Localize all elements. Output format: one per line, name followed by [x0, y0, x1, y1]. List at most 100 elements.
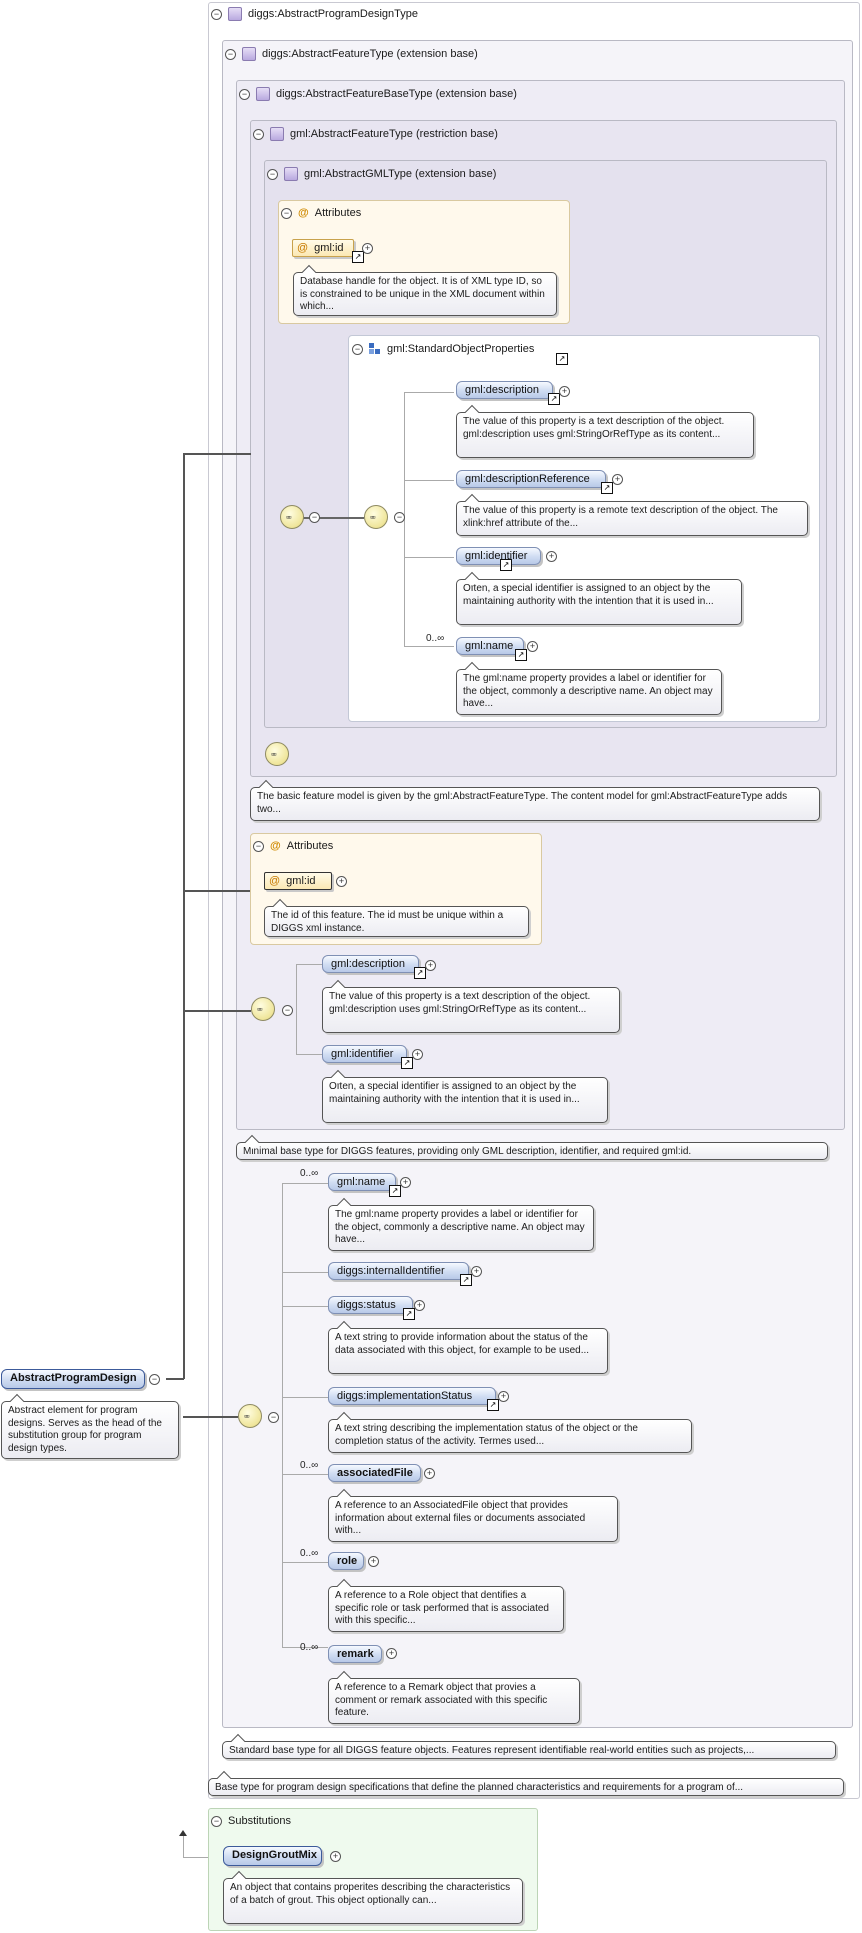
connector-line — [296, 1054, 322, 1055]
expand-icon[interactable]: + — [546, 551, 557, 562]
sequence-icon[interactable]: ▫▫▫ — [265, 742, 289, 766]
attribute-description: Database handle for the object. It is of… — [293, 272, 557, 316]
attributes-title: Attributes — [314, 207, 362, 219]
expand-icon[interactable]: + — [362, 243, 373, 254]
expand-icon[interactable]: + — [336, 876, 347, 887]
attribute-description: The id of this feature. The id must be u… — [264, 906, 529, 937]
connector-line — [282, 1306, 328, 1307]
element-diggs-status[interactable]: diggs:status — [328, 1296, 413, 1314]
expand-icon[interactable]: + — [414, 1300, 425, 1311]
element-diggs-implementation-status[interactable]: diggs:implementationStatus — [328, 1387, 496, 1405]
sequence-icon[interactable]: ▫▫▫ — [364, 505, 388, 529]
expand-icon[interactable]: + — [471, 1266, 482, 1277]
attribute-icon: @ — [298, 207, 309, 219]
link-arrow-icon[interactable]: ↗ — [500, 559, 512, 571]
element-description: Often, a special identifier is assigned … — [456, 579, 742, 625]
expand-icon[interactable]: + — [386, 1648, 397, 1659]
expand-icon[interactable]: + — [527, 641, 538, 652]
expand-icon[interactable]: + — [498, 1391, 509, 1402]
link-arrow-icon[interactable]: ↗ — [601, 482, 613, 494]
group-title: gml:StandardObjectProperties — [387, 343, 535, 355]
collapse-icon[interactable]: − — [253, 128, 264, 140]
expand-icon[interactable]: + — [424, 1468, 435, 1479]
element-diggs-internal-identifier[interactable]: diggs:internalIdentifier — [328, 1262, 469, 1280]
expand-icon[interactable]: + — [612, 474, 623, 485]
occurrence-label: 0..∞ — [300, 1168, 319, 1179]
link-arrow-icon[interactable]: ↗ — [487, 1399, 499, 1411]
complex-type-icon — [256, 87, 270, 101]
substitution-design-grout-mix[interactable]: DesignGroutMix — [223, 1846, 322, 1866]
element-gml-description[interactable]: gml:description — [456, 381, 553, 399]
expand-icon[interactable]: + — [330, 1851, 341, 1862]
element-gml-name[interactable]: gml:name — [456, 637, 524, 655]
connector-line — [183, 890, 250, 892]
substitution-description: An object that contains properites descr… — [223, 1878, 523, 1924]
link-arrow-icon[interactable]: ↗ — [352, 251, 364, 263]
link-arrow-icon[interactable]: ↗ — [460, 1274, 472, 1286]
collapse-icon[interactable]: − — [211, 1815, 222, 1827]
root-element-description: Abstract element for program designs. Se… — [1, 1401, 179, 1459]
feature-base-type-header[interactable]: − diggs:AbstractFeatureBaseType (extensi… — [239, 87, 517, 101]
collapse-icon[interactable]: − — [239, 88, 250, 100]
collapse-icon[interactable]: − — [225, 48, 236, 60]
collapse-icon[interactable]: − — [282, 1005, 293, 1016]
complex-type-icon — [284, 167, 298, 181]
collapse-icon[interactable]: − — [394, 512, 405, 523]
standard-object-properties-header[interactable]: − gml:StandardObjectProperties — [352, 343, 534, 355]
gml-type-header[interactable]: − gml:AbstractGMLType (extension base) — [267, 167, 496, 181]
connector-line — [282, 1562, 328, 1563]
link-arrow-icon[interactable]: ↗ — [556, 353, 568, 365]
connector-line — [404, 480, 454, 481]
element-role[interactable]: role — [328, 1552, 364, 1570]
element-remark[interactable]: remark — [328, 1645, 382, 1663]
expand-icon[interactable]: + — [400, 1177, 411, 1188]
attribute-label: gml:id — [286, 875, 316, 887]
attributes-header[interactable]: − @ Attributes — [281, 207, 361, 219]
sequence-icon[interactable]: ▫▫▫ — [280, 505, 304, 529]
collapse-icon[interactable]: − — [309, 512, 320, 523]
expand-icon[interactable]: + — [425, 960, 436, 971]
element-description: A text string to provide information abo… — [328, 1328, 608, 1374]
expand-icon[interactable]: + — [368, 1556, 379, 1567]
element-description: The gml:name property provides a label o… — [456, 669, 722, 715]
group-icon — [369, 343, 381, 355]
element-gml-name[interactable]: gml:name — [328, 1173, 396, 1191]
substitutions-title: Substitutions — [228, 1815, 291, 1827]
element-gml-description[interactable]: gml:description — [322, 955, 419, 973]
expand-icon[interactable]: + — [559, 386, 570, 397]
gml-feature-type-header[interactable]: − gml:AbstractFeatureType (restriction b… — [253, 127, 498, 141]
element-gml-description-reference[interactable]: gml:descriptionReference — [456, 470, 606, 488]
link-arrow-icon[interactable]: ↗ — [414, 967, 426, 979]
collapse-icon[interactable]: − — [268, 1412, 279, 1423]
element-gml-identifier[interactable]: gml:identifier — [456, 547, 541, 565]
substitutions-header[interactable]: − Substitutions — [211, 1815, 291, 1827]
collapse-icon[interactable]: − — [352, 343, 363, 355]
root-element-abstract-program-design[interactable]: AbstractProgramDesign — [1, 1369, 145, 1389]
connector-line — [282, 1272, 328, 1273]
link-arrow-icon[interactable]: ↗ — [403, 1308, 415, 1320]
collapse-icon[interactable]: − — [253, 840, 264, 852]
collapse-icon[interactable]: − — [281, 207, 292, 219]
expand-icon[interactable]: + — [412, 1049, 423, 1060]
gml-id-attribute[interactable]: @gml:id — [292, 239, 354, 257]
attributes-header[interactable]: − @ Attributes — [253, 840, 333, 852]
sequence-icon[interactable]: ▫▫▫ — [238, 1404, 262, 1428]
gml-id-attribute[interactable]: @gml:id — [264, 872, 332, 890]
feature-type-header[interactable]: − diggs:AbstractFeatureType (extension b… — [225, 47, 478, 61]
sequence-icon[interactable]: ▫▫▫ — [251, 997, 275, 1021]
complex-type-icon — [228, 7, 242, 21]
collapse-icon[interactable]: − — [267, 168, 278, 180]
link-arrow-icon[interactable]: ↗ — [548, 393, 560, 405]
element-associated-file[interactable]: associatedFile — [328, 1464, 421, 1482]
link-arrow-icon[interactable]: ↗ — [401, 1057, 413, 1069]
element-gml-identifier[interactable]: gml:identifier — [322, 1045, 407, 1063]
program-design-type-header[interactable]: − diggs:AbstractProgramDesignType — [211, 7, 418, 21]
collapse-icon[interactable]: − — [149, 1374, 160, 1385]
complex-type-icon — [270, 127, 284, 141]
collapse-icon[interactable]: − — [211, 8, 222, 20]
link-arrow-icon[interactable]: ↗ — [515, 649, 527, 661]
connector-line — [404, 557, 454, 558]
element-description: The gml:name property provides a label o… — [328, 1205, 594, 1251]
link-arrow-icon[interactable]: ↗ — [389, 1185, 401, 1197]
connector-line — [183, 453, 251, 455]
